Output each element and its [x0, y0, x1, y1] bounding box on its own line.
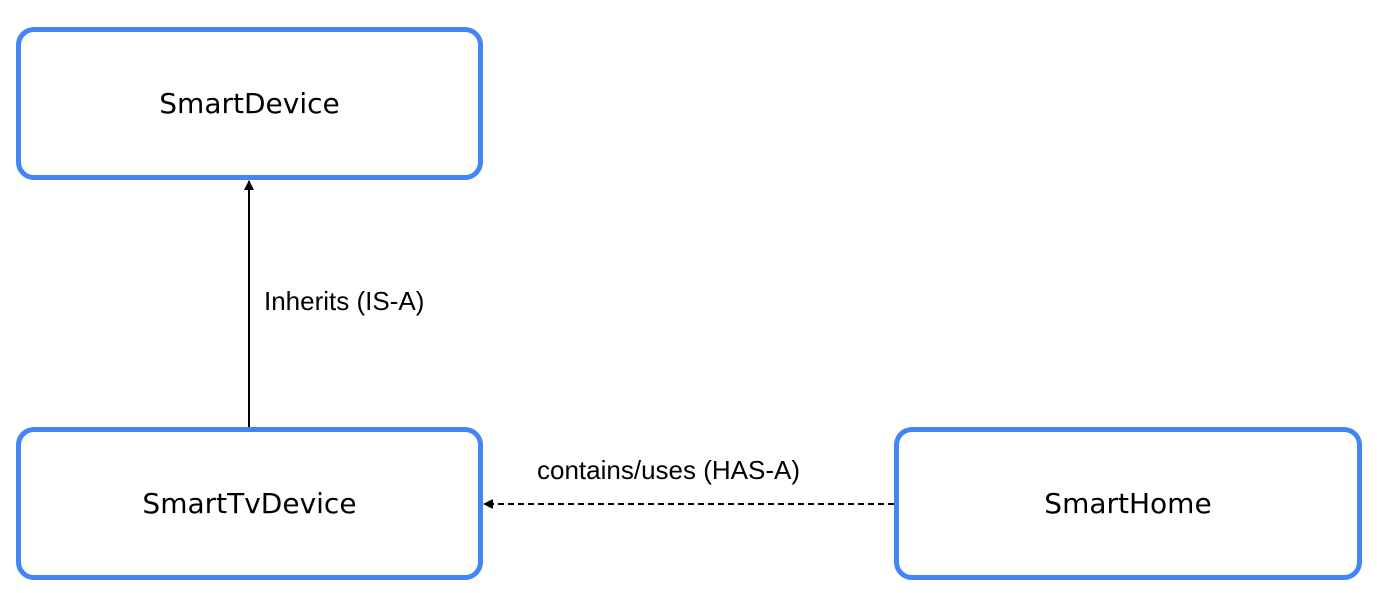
node-smart-home-label: SmartHome — [1044, 487, 1212, 520]
inherits-edge-label: Inherits (IS-A) — [264, 286, 425, 316]
node-smart-device-label: SmartDevice — [159, 87, 340, 120]
node-smart-home: SmartHome — [894, 427, 1362, 580]
node-smart-tv-device: SmartTvDevice — [16, 427, 483, 580]
node-smart-tv-device-label: SmartTvDevice — [142, 487, 357, 520]
contains-edge-label: contains/uses (HAS-A) — [537, 455, 800, 485]
node-smart-device: SmartDevice — [16, 27, 483, 180]
